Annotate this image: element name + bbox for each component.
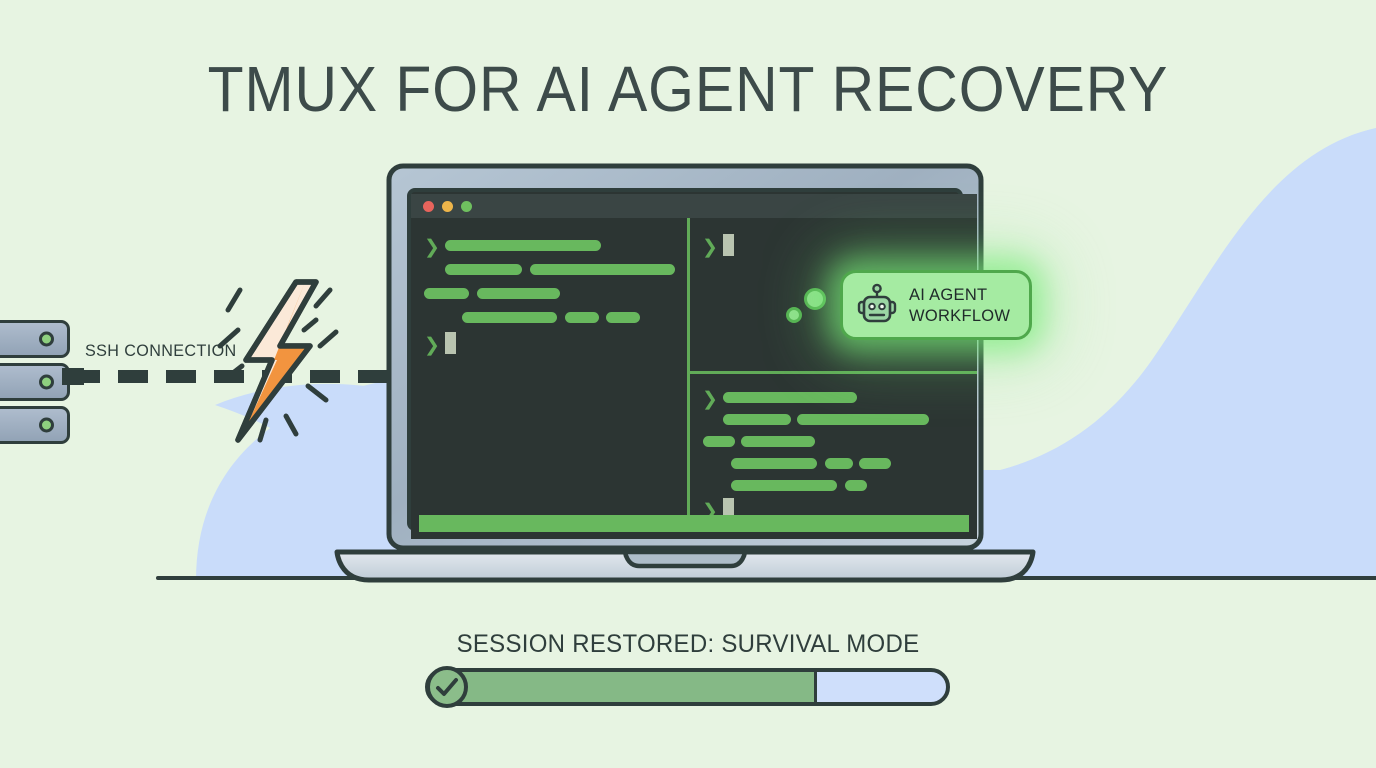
pane-divider-vertical[interactable] <box>687 218 690 515</box>
session-status-label: SESSION RESTORED: SURVIVAL MODE <box>456 630 920 658</box>
terminal-line <box>723 414 791 425</box>
check-circle-icon <box>426 666 468 708</box>
server-unit <box>0 320 70 358</box>
server-unit <box>0 363 70 401</box>
terminal-line <box>477 288 560 299</box>
terminal-line <box>703 436 735 447</box>
server-led-icon <box>39 374 54 390</box>
page-title: TMUX FOR AI AGENT RECOVERY <box>207 53 1169 125</box>
terminal-line <box>845 480 867 491</box>
bubble-icon <box>786 307 802 323</box>
minimize-dot-icon[interactable] <box>442 201 453 212</box>
server-led-icon <box>39 417 54 433</box>
server-led-icon <box>39 331 54 347</box>
pane-divider-horizontal[interactable] <box>687 371 977 374</box>
terminal-line <box>731 480 837 491</box>
prompt-chevron-icon: ❯ <box>702 389 718 410</box>
ai-agent-workflow-badge[interactable]: AI AGENT WORKFLOW <box>840 270 1032 340</box>
terminal-titlebar <box>411 194 977 218</box>
maximize-dot-icon[interactable] <box>461 201 472 212</box>
session-progress-bar[interactable] <box>425 668 950 706</box>
robot-icon <box>857 283 897 323</box>
bubble-icon <box>804 288 826 310</box>
terminal-line <box>741 436 815 447</box>
terminal-line <box>606 312 640 323</box>
prompt-chevron-icon: ❯ <box>424 237 440 258</box>
close-dot-icon[interactable] <box>423 201 434 212</box>
tmux-status-bar <box>419 515 969 532</box>
terminal-cursor <box>723 498 734 520</box>
terminal-line <box>462 312 557 323</box>
terminal-line <box>530 264 675 275</box>
terminal-line <box>723 392 857 403</box>
server-unit <box>0 406 70 444</box>
prompt-chevron-icon: ❯ <box>424 335 440 356</box>
ssh-connection-label: SSH CONNECTION <box>85 341 237 360</box>
terminal-line <box>424 288 469 299</box>
terminal-line <box>731 458 817 469</box>
terminal-line <box>565 312 599 323</box>
dashed-line-icon <box>70 370 415 383</box>
terminal-line <box>797 414 929 425</box>
terminal-line <box>825 458 853 469</box>
terminal-line <box>445 240 601 251</box>
terminal-cursor <box>723 234 734 256</box>
session-progress-fill <box>429 672 817 702</box>
terminal-line <box>859 458 891 469</box>
lightning-bolt-icon <box>217 279 339 443</box>
terminal-line <box>445 264 522 275</box>
ai-agent-workflow-label: AI AGENT WORKFLOW <box>909 285 1011 325</box>
prompt-chevron-icon: ❯ <box>702 237 718 258</box>
terminal-screen: ❯ ❯ ❯ ❯ <box>411 194 977 539</box>
terminal-cursor <box>445 332 456 354</box>
